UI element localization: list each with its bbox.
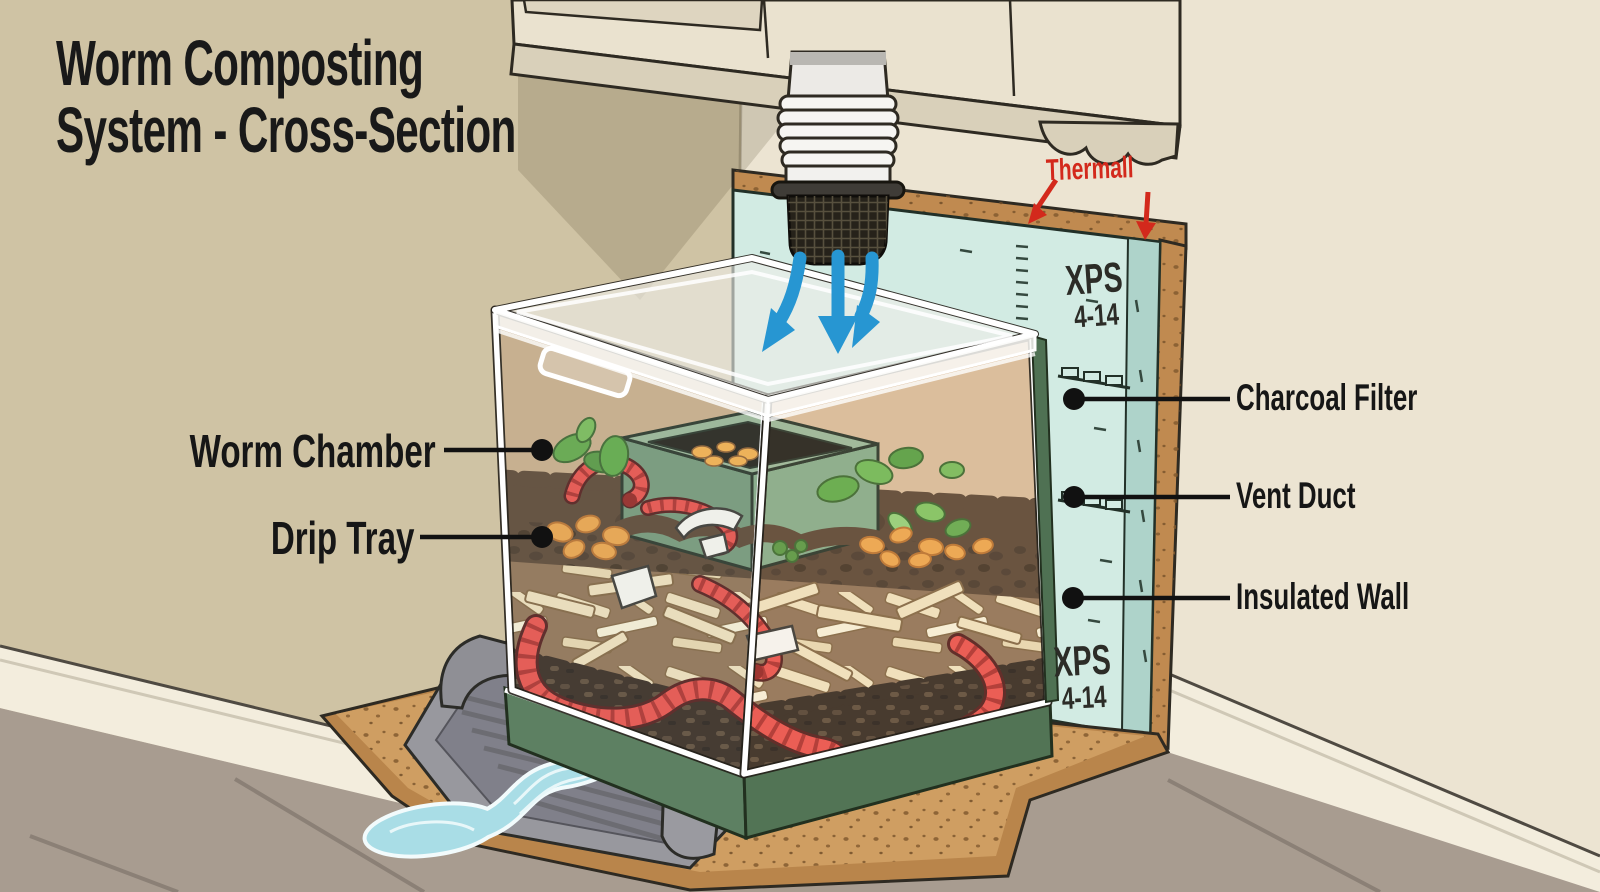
bin-lid [491, 254, 1039, 422]
food-scraps-in-box [691, 441, 759, 467]
bin-right-frame [1030, 334, 1060, 704]
worm-bin [490, 254, 1060, 841]
panel-rating: 4-14 [1060, 678, 1108, 717]
callout-leaders [420, 388, 1230, 609]
diagram-title: Worm Composting System - Cross-Section [56, 30, 752, 164]
soil-lap [611, 514, 889, 554]
label-vent-duct: Vent Duct [1236, 475, 1356, 516]
label-worm-chamber: Worm Chamber [190, 425, 436, 477]
cabinet-bracket [1038, 120, 1180, 166]
panel-marking-lower: XPS 4-14 [1026, 635, 1140, 717]
panel-material: XPS [1063, 253, 1125, 304]
panel-material: XPS [1052, 635, 1112, 686]
label-drip-tray: Drip Tray [270, 512, 414, 564]
food-scraps [546, 514, 994, 569]
cabinet-panel [522, 0, 764, 32]
panel-marking-upper: XPS 4-14 [1038, 253, 1153, 335]
airflow-arrows [762, 249, 880, 354]
label-charcoal-filter: Charcoal Filter [1236, 377, 1418, 418]
broccoli-bits [772, 539, 808, 563]
title-line-1: Worm Composting [56, 27, 424, 99]
title-line-2: System - Cross-Section [56, 94, 516, 166]
vent-duct-assembly [770, 50, 906, 266]
cabinet-shadow [518, 56, 800, 300]
eggshells [610, 507, 800, 662]
lid-clip-tab [537, 345, 633, 399]
tile-seam [233, 777, 426, 892]
label-insulated-wall: Insulated Wall [1236, 576, 1410, 617]
duct-corrugations [776, 94, 900, 170]
leafy-greens [552, 416, 972, 538]
label-thermal-note: Thermall [1045, 151, 1135, 188]
tile-seam [29, 834, 179, 892]
panel-rating: 4-14 [1072, 296, 1120, 335]
thermal-annotation-arrows [1028, 178, 1156, 240]
bin-clear-walls [490, 305, 1053, 779]
tile-seam [1167, 778, 1381, 892]
